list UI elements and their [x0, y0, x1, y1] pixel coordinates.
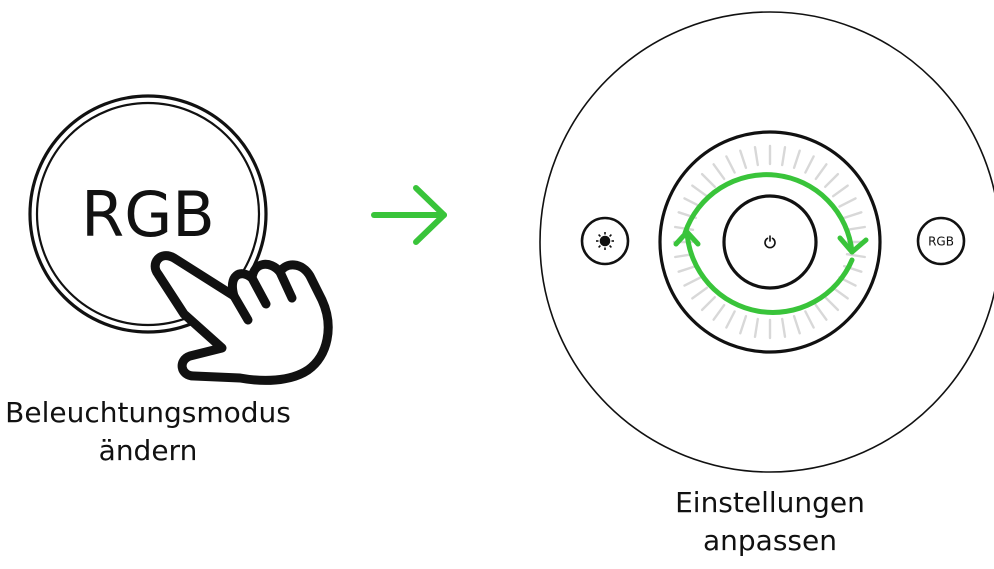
step1-caption-line1: Beleuchtungsmodus — [5, 396, 291, 429]
step1-group: RGB — [28, 94, 333, 385]
dial-tick — [725, 155, 736, 174]
rotate-arrows-icon — [673, 172, 869, 315]
step2-caption: Einstellungen anpassen — [610, 484, 930, 560]
dial-tick — [804, 310, 815, 329]
step2-group: RGB — [539, 11, 994, 473]
power-icon — [764, 235, 776, 249]
power-button[interactable] — [722, 194, 818, 290]
brightness-icon — [596, 232, 614, 250]
dial-tick — [792, 149, 801, 170]
dial-tick — [781, 317, 787, 338]
dial-tick — [753, 317, 759, 338]
dial-tick — [677, 264, 697, 273]
dial-tick — [700, 172, 716, 189]
puck-outline — [539, 11, 994, 473]
dial-tick — [781, 145, 787, 167]
rgb-button-inner-ring[interactable] — [35, 101, 261, 327]
dial-tick — [843, 211, 863, 220]
dial-tick — [739, 149, 748, 170]
dial-tick — [725, 310, 736, 329]
dial-tick — [831, 184, 849, 198]
step1-caption: Beleuchtungsmodus ändern — [0, 394, 296, 470]
dial-tick — [691, 286, 709, 300]
dial-tick — [792, 315, 801, 335]
dial-tick — [739, 315, 748, 335]
rgb-small-button-label: RGB — [928, 235, 954, 249]
dial-tick — [683, 276, 702, 287]
dial-tick — [753, 145, 759, 167]
dial-tick — [691, 184, 709, 198]
dial-tick — [845, 252, 866, 259]
dial-tick — [814, 303, 828, 321]
rgb-button-label: RGB — [81, 178, 215, 251]
dial-tick — [824, 296, 840, 312]
dial-tick — [824, 172, 840, 189]
dial-tick — [845, 225, 866, 232]
dial-tick — [712, 163, 726, 181]
dial-tick — [814, 163, 828, 181]
step2-caption-line2: anpassen — [703, 524, 837, 557]
pointing-hand-icon — [150, 251, 333, 385]
dial-tick — [831, 286, 849, 300]
dial-tick — [804, 155, 815, 174]
brightness-button[interactable] — [580, 216, 630, 266]
rgb-button-outer-ring — [28, 94, 268, 334]
dial-tick — [838, 197, 857, 208]
dial-tick — [700, 296, 716, 312]
dial-tick — [712, 303, 726, 321]
arrow-right-icon — [371, 185, 447, 245]
rgb-small-button[interactable]: RGB — [916, 216, 966, 266]
step2-caption-line1: Einstellungen — [675, 486, 865, 519]
step1-caption-line2: ändern — [98, 434, 198, 467]
